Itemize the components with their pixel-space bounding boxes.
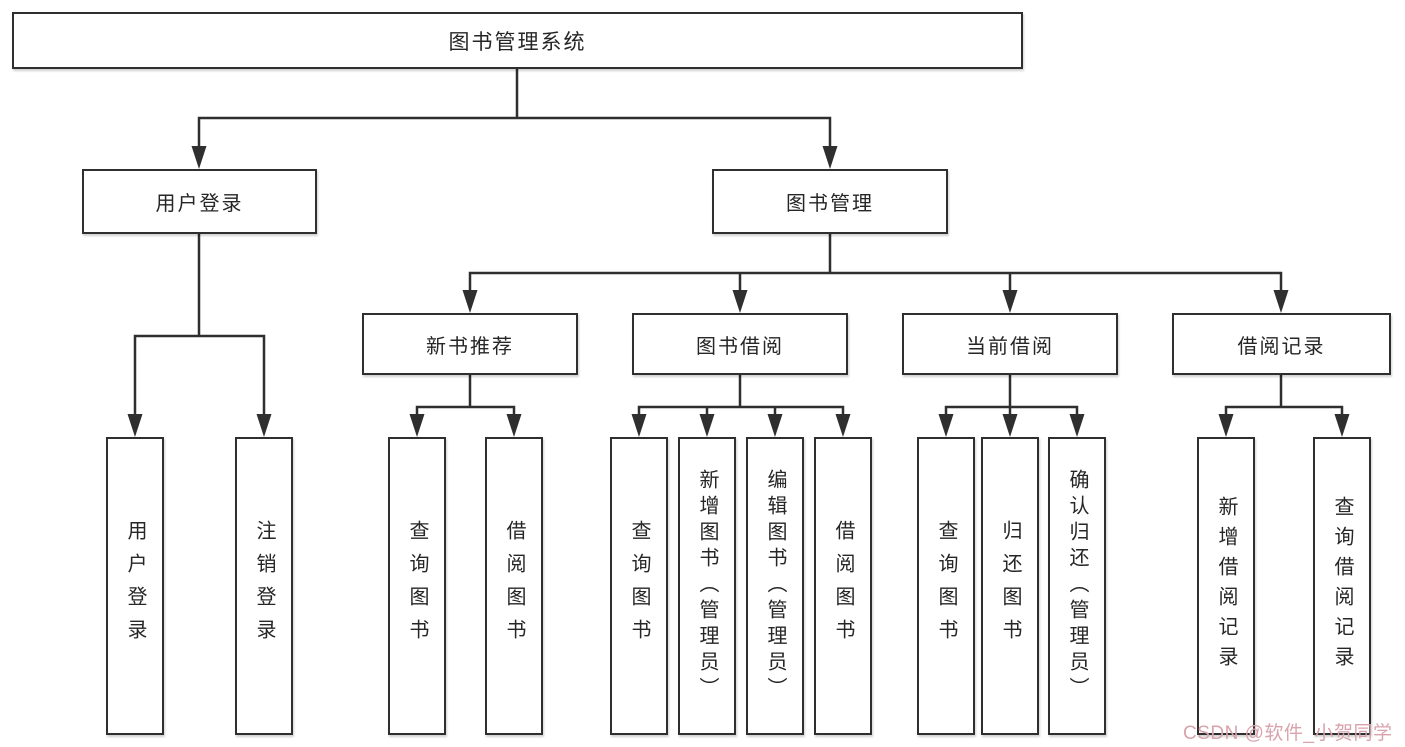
- node-new-book-recommend: 新书推荐: [362, 313, 578, 375]
- node-book-management: 图书管理: [712, 169, 948, 234]
- node-user-login: 用户登录: [82, 169, 317, 234]
- leaf-return-books: 归还图书: [981, 437, 1039, 735]
- node-current-borrow: 当前借阅: [902, 313, 1118, 375]
- leaf-add-borrow-record: 新增借阅记录: [1197, 437, 1255, 735]
- tree-edges: [133, 67, 1344, 418]
- leaf-query-books: 查询图书: [610, 437, 668, 735]
- csdn-watermark: CSDN @软件_小贺同学: [1183, 723, 1393, 744]
- leaf-confirm-return-admin: 确认归还（管理员）: [1048, 437, 1106, 735]
- leaf-query-books: 查询图书: [917, 437, 975, 735]
- leaf-edit-book-admin: 编辑图书（管理员）: [746, 437, 804, 735]
- leaf-query-borrow-record: 查询借阅记录: [1313, 437, 1371, 735]
- node-borrow-records: 借阅记录: [1172, 313, 1391, 375]
- leaf-borrow-books: 借阅图书: [485, 437, 543, 735]
- leaf-query-books: 查询图书: [388, 437, 446, 735]
- leaf-add-book-admin: 新增图书（管理员）: [678, 437, 736, 735]
- arrow-heads: [127, 146, 1350, 437]
- node-book-borrow: 图书借阅: [632, 313, 848, 375]
- leaf-user-login: 用户登录: [106, 437, 164, 735]
- leaf-logout: 注销登录: [235, 437, 293, 735]
- leaf-borrow-books: 借阅图书: [814, 437, 872, 735]
- node-root-system: 图书管理系统: [12, 12, 1023, 69]
